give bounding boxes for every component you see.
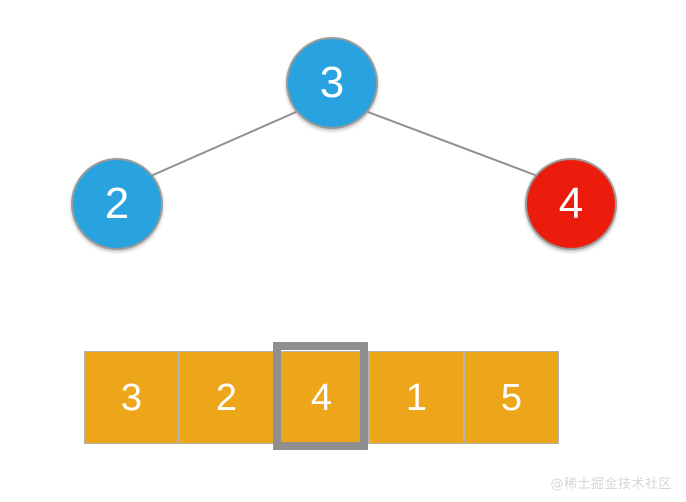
tree-node-root[interactable]: 3 (286, 37, 378, 129)
tree-node-right-child-label: 4 (558, 179, 584, 228)
tree-edge-root-left (152, 111, 297, 176)
array-cell-label: 1 (405, 376, 428, 419)
tree-edges (152, 111, 536, 176)
tree-node-root-label: 3 (319, 58, 345, 107)
array-cell[interactable]: 3 (84, 351, 179, 444)
tree-node-right-child[interactable]: 4 (525, 158, 617, 250)
tree-node-left-child[interactable]: 2 (71, 158, 163, 250)
tree-node-left-child-label: 2 (104, 179, 130, 228)
array-cell-label: 4 (310, 376, 333, 419)
array-cell-label: 5 (500, 376, 523, 419)
binary-tree: 3 2 4 (71, 37, 617, 250)
array-cell[interactable]: 2 (179, 351, 274, 444)
array-cell[interactable]: 5 (464, 351, 559, 444)
tree-edge-root-right (367, 111, 536, 176)
watermark: @稀土掘金技术社区 (550, 477, 672, 492)
array-cell-label: 2 (215, 376, 238, 419)
array-cell[interactable]: 1 (369, 351, 464, 444)
array-cell[interactable]: 4 (274, 351, 369, 444)
array-cell-label: 3 (120, 376, 143, 419)
